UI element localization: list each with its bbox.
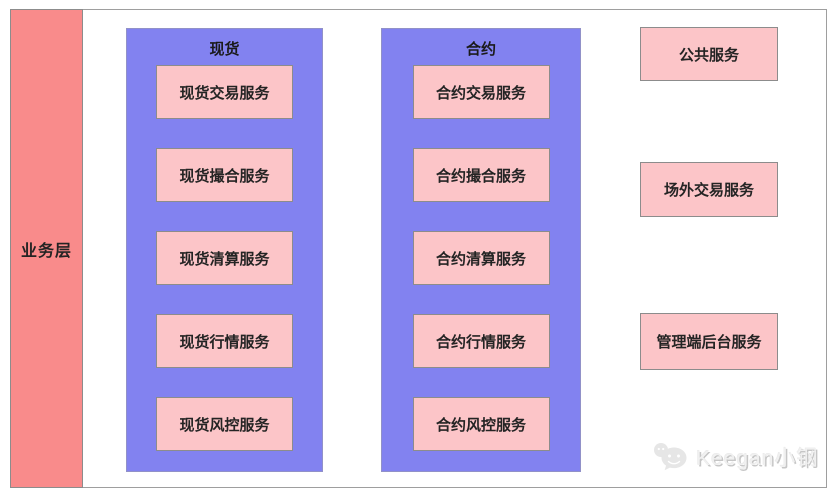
service-label: 合约风控服务 (435, 416, 526, 434)
service-label: 合约交易服务 (435, 84, 526, 102)
service-box-contract-risk: 合约风控服务 (412, 397, 550, 451)
service-label: 现货行情服务 (179, 333, 270, 351)
group-boxes-spot: 现货交易服务 现货撮合服务 现货清算服务 现货行情服务 现货风控服务 (127, 65, 322, 451)
service-label: 现货交易服务 (179, 84, 270, 102)
service-label: 场外交易服务 (663, 182, 754, 199)
business-layer-bar: 业务层 (10, 9, 83, 488)
group-boxes-contract: 合约交易服务 合约撮合服务 合约清算服务 合约行情服务 合约风控服务 (382, 65, 580, 451)
service-box-contract-trading: 合约交易服务 (412, 65, 550, 119)
group-title-contract: 合约 (465, 41, 496, 58)
service-box-spot-clearing: 现货清算服务 (156, 231, 293, 285)
watermark: Keegan小钢 (652, 441, 818, 473)
service-label: 现货撮合服务 (179, 167, 270, 185)
service-label: 合约撮合服务 (435, 167, 526, 185)
service-box-contract-quotes: 合约行情服务 (412, 314, 550, 368)
service-box-admin-backend: 管理端后台服务 (640, 313, 778, 370)
service-box-spot-matching: 现货撮合服务 (156, 148, 293, 202)
service-label: 现货清算服务 (179, 250, 270, 268)
service-label: 管理端后台服务 (656, 334, 762, 351)
service-box-otc: 场外交易服务 (640, 162, 778, 217)
service-label: 现货风控服务 (179, 416, 270, 434)
service-label: 合约行情服务 (435, 333, 526, 351)
watermark-text: Keegan小钢 (696, 447, 819, 470)
wechat-icon (652, 441, 690, 473)
service-label: 公共服务 (678, 46, 739, 64)
service-box-contract-clearing: 合约清算服务 (412, 231, 550, 285)
service-box-spot-quotes: 现货行情服务 (156, 314, 293, 368)
service-box-spot-trading: 现货交易服务 (156, 65, 293, 119)
group-title-spot: 现货 (209, 41, 240, 58)
service-label: 合约清算服务 (435, 250, 526, 268)
service-box-contract-matching: 合约撮合服务 (412, 148, 550, 202)
service-box-public: 公共服务 (640, 27, 778, 81)
service-box-spot-risk: 现货风控服务 (156, 397, 293, 451)
group-column-spot: 现货 现货交易服务 现货撮合服务 现货清算服务 现货行情服务 现货风控服务 (126, 28, 323, 472)
group-column-contract: 合约 合约交易服务 合约撮合服务 合约清算服务 合约行情服务 合约风控服务 (381, 28, 581, 472)
business-layer-label: 业务层 (20, 242, 72, 260)
